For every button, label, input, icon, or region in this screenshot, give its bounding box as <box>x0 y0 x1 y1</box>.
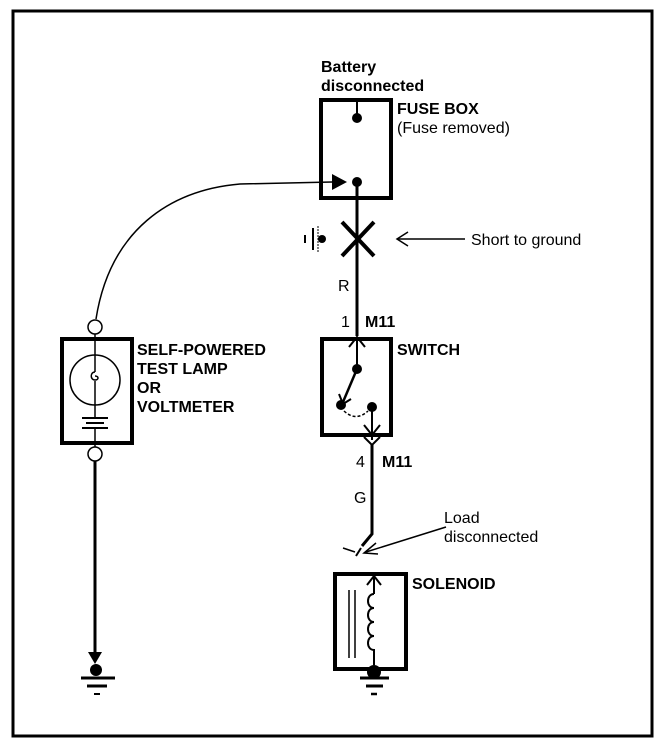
load-arrow-icon <box>362 542 379 555</box>
test-lamp-line4: VOLTMETER <box>137 399 235 416</box>
pointer-arrow-icon <box>395 231 409 247</box>
test-lamp: SELF-POWERED TEST LAMP OR VOLTMETER <box>60 181 333 695</box>
test-lamp-line1: SELF-POWERED <box>137 342 266 359</box>
wire-upper-pin: 1 <box>341 314 350 331</box>
wire-upper-color: R <box>338 278 350 295</box>
solenoid: SOLENOID <box>333 572 496 696</box>
wire-upper-connector: M11 <box>365 314 395 331</box>
wire-lower-pin: 4 <box>356 454 365 471</box>
switch-blade <box>341 368 359 403</box>
switch-travel-path <box>343 410 369 418</box>
fuse-box-title: FUSE BOX <box>397 101 479 118</box>
test-lead-wire <box>95 181 333 320</box>
solenoid-title: SOLENOID <box>412 576 496 593</box>
battery-note-line2: disconnected <box>321 78 424 95</box>
load-pointer-line <box>365 526 447 553</box>
switch-terminal-a <box>336 400 346 410</box>
test-lamp-line3: OR <box>137 380 161 397</box>
switch: SWITCH <box>320 335 460 447</box>
diagram-frame <box>11 9 654 738</box>
short-to-ground: Short to ground <box>304 220 581 258</box>
test-lamp-bottom-terminal <box>87 446 103 462</box>
solenoid-ground-terminal <box>367 665 381 679</box>
lamp-filament-icon <box>90 371 99 381</box>
fuse-box-subtitle: (Fuse removed) <box>397 120 510 137</box>
probe-arrow-icon <box>332 174 347 190</box>
fuse-box: Battery disconnected FUSE BOX (Fuse remo… <box>319 59 510 200</box>
load-note-line2: disconnected <box>444 529 538 546</box>
battery-note-line1: Battery <box>321 59 376 76</box>
test-lamp-top-terminal <box>87 319 103 335</box>
switch-title: SWITCH <box>397 342 460 359</box>
test-lamp-line2: TEST LAMP <box>137 361 228 378</box>
coil-icon <box>367 593 375 665</box>
wire-lower-connector: M11 <box>382 454 412 471</box>
open-connector <box>355 547 362 557</box>
fuse-top-terminal <box>352 113 362 123</box>
ground-arrow-icon <box>88 652 102 664</box>
load-note-line1: Load <box>444 510 480 527</box>
test-lamp-outline <box>60 337 134 445</box>
wire-green <box>360 445 374 547</box>
short-label: Short to ground <box>471 232 581 249</box>
wire-lower-color: G <box>354 490 366 507</box>
